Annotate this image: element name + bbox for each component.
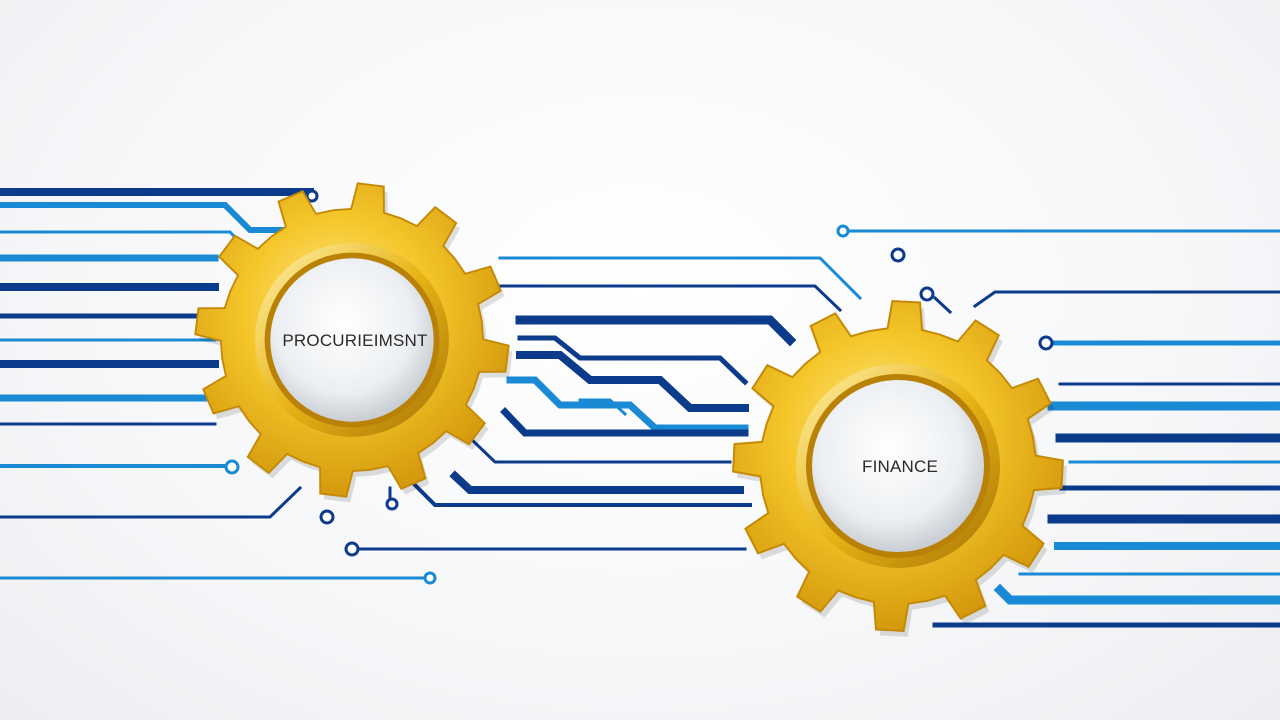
circuit-traces-right [848,229,1280,628]
circuit-traces-middle [449,256,863,494]
circuit-nodes [224,189,1054,585]
circuit-node [1038,335,1054,351]
circuit-node [836,224,850,238]
circuit-node [423,571,437,585]
circuit-node [224,459,240,475]
gear-label-finance: FINANCE [861,457,939,476]
gear-right [732,300,1067,637]
gear-center-disc [812,380,984,552]
circuit-node [319,509,335,525]
gear-label-procurement: PROCURIEIMSNT [282,331,428,350]
gear-left [194,182,513,503]
gear-center-disc [270,258,434,422]
circuit-node [344,541,360,557]
circuit-node [919,286,935,302]
circuit-node [385,497,399,511]
circuit-node [305,189,319,203]
circuit-traces-left [0,188,752,580]
circuit-node [890,247,906,263]
